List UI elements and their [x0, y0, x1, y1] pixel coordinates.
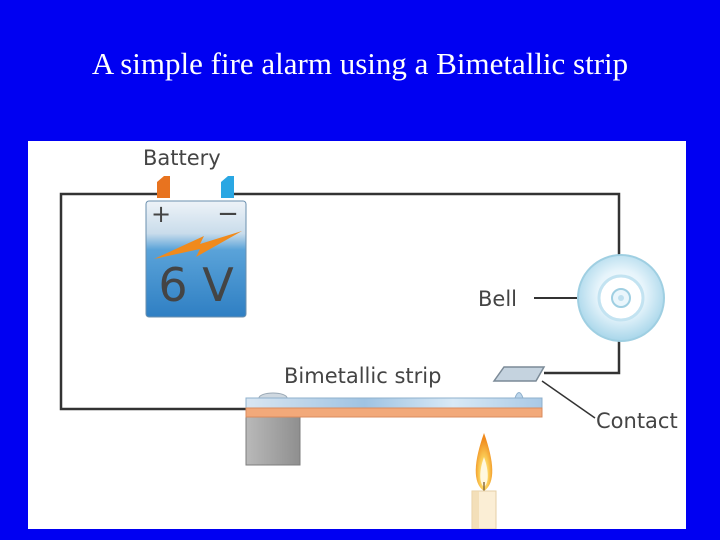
strip-contact-point [514, 392, 524, 399]
strip-stand [245, 416, 301, 466]
battery-positive-terminal [157, 176, 170, 198]
circuit-wire [59, 192, 621, 411]
slide-title: A simple fire alarm using a Bimetallic s… [91, 46, 629, 81]
lightning-icon [154, 231, 242, 259]
bimetallic-strip-label: Bimetallic strip [284, 364, 441, 388]
candle-flame-icon [471, 433, 497, 529]
battery-negative-terminal [221, 176, 234, 198]
battery: + − 6 V [145, 176, 247, 318]
strip-top-metal [245, 397, 543, 409]
contact-icon [492, 366, 546, 382]
strip-bottom-metal [245, 407, 543, 418]
fire-alarm-diagram: + − 6 V Battery Bell Bimetallic strip Co… [28, 141, 686, 529]
bell-icon [577, 254, 665, 342]
battery-plus-sign: + [151, 200, 171, 228]
battery-voltage: 6 V [158, 258, 234, 312]
bell-label: Bell [478, 287, 517, 311]
battery-label: Battery [143, 146, 221, 170]
battery-minus-sign: − [217, 199, 239, 229]
bimetallic-strip [245, 392, 543, 466]
contact-leader-line [541, 380, 596, 419]
contact-label: Contact [596, 409, 678, 433]
